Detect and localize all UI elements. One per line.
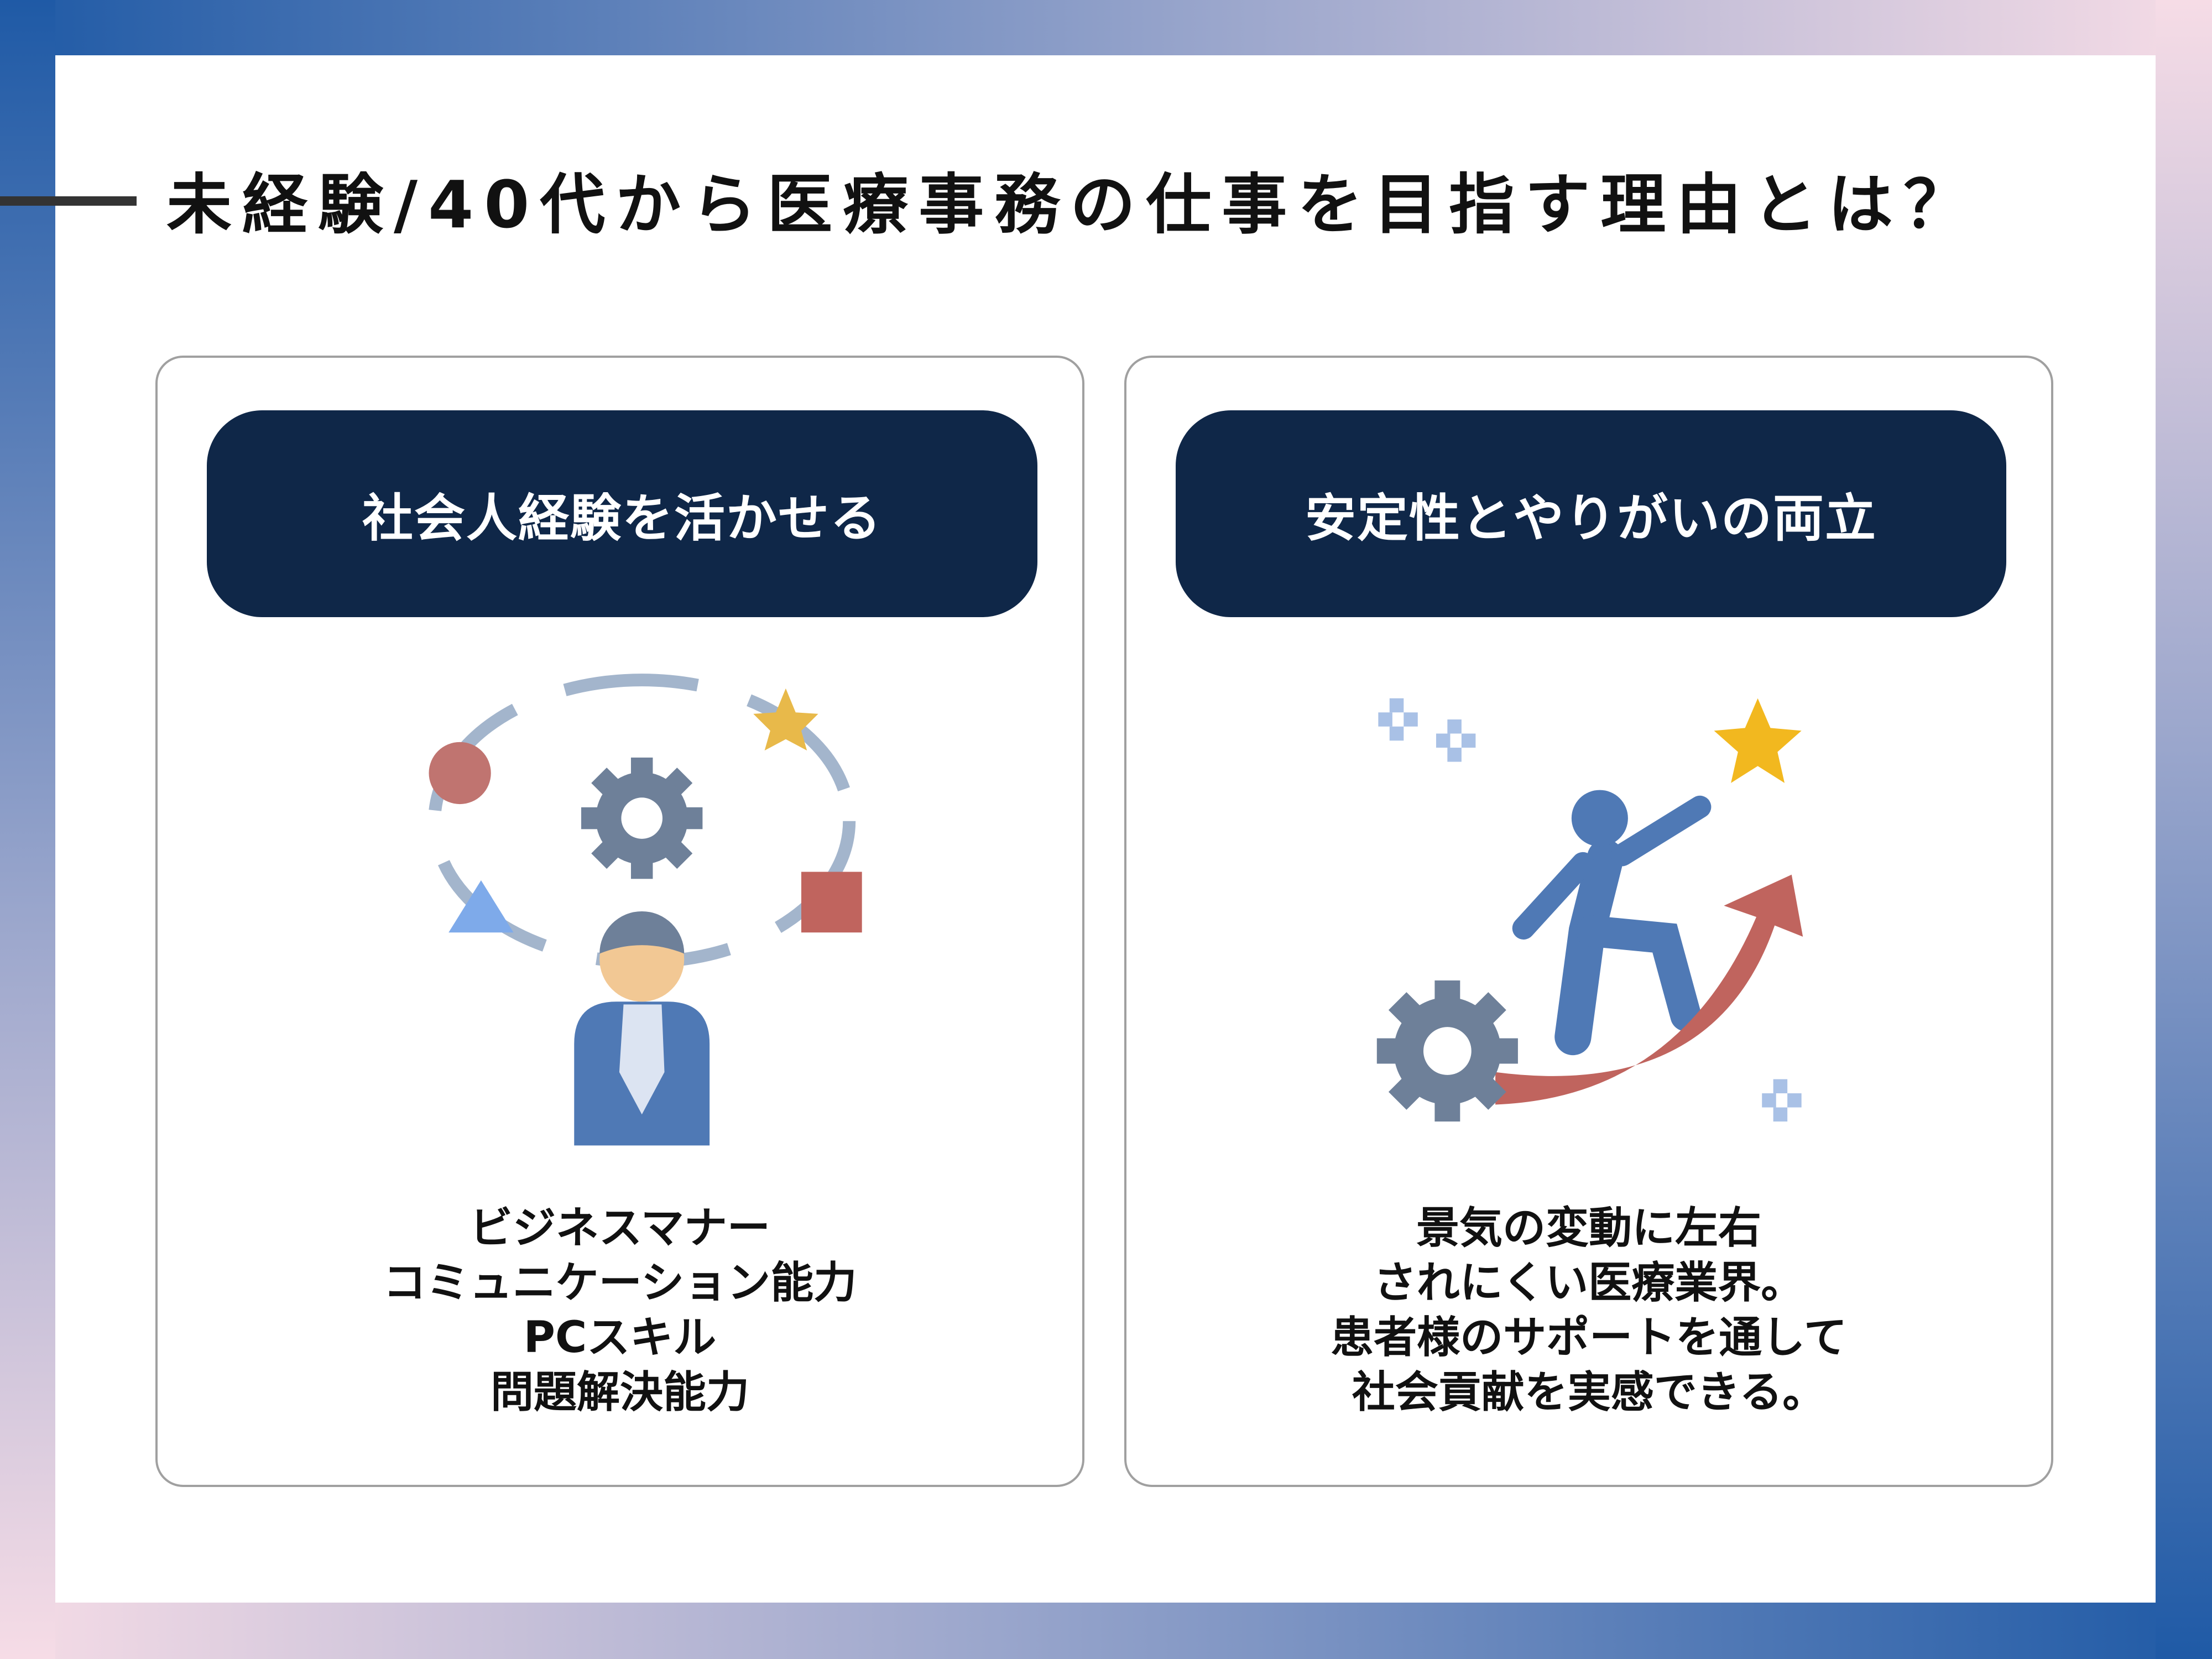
card-line: コミュニケーション能力 — [383, 1258, 857, 1308]
card-line: 患者様のサポートを通して — [1331, 1313, 1847, 1363]
reason-card-experience: 社会人経験を活かせる ビジネスマナー コミュニケーション能力 PCスキル 問題解… — [155, 356, 1084, 1487]
card-line: PCスキル — [523, 1313, 717, 1363]
gradient-border-top — [0, 0, 2212, 55]
card-line: 社会貢献を実感できる。 — [1352, 1368, 1826, 1417]
reason-card-stability: 安定性とやりがいの両立 景気の変動に左右 されにくい医療業界。 患者様のサポート… — [1124, 356, 2053, 1487]
card-line: ビジネスマナー — [469, 1203, 770, 1253]
card-line: されにくい医療業界。 — [1373, 1258, 1804, 1308]
gradient-border-left — [0, 0, 55, 1659]
title-accent-line — [0, 196, 137, 206]
gradient-border-right — [2156, 0, 2212, 1659]
card-body: ビジネスマナー コミュニケーション能力 PCスキル 問題解決能力 — [158, 1201, 1082, 1420]
card-heading: 安定性とやりがいの両立 — [1176, 410, 2006, 617]
card-line: 問題解決能力 — [490, 1368, 749, 1417]
gradient-border-bottom — [0, 1603, 2212, 1659]
page-title: 未経験/40代から医療事務の仕事を目指す理由とは？ — [166, 166, 1980, 243]
card-body: 景気の変動に左右 されにくい医療業界。 患者様のサポートを通して 社会貢献を実感… — [1126, 1201, 2051, 1420]
card-heading: 社会人経験を活かせる — [207, 410, 1037, 617]
card-line: 景気の変動に左右 — [1416, 1203, 1761, 1253]
